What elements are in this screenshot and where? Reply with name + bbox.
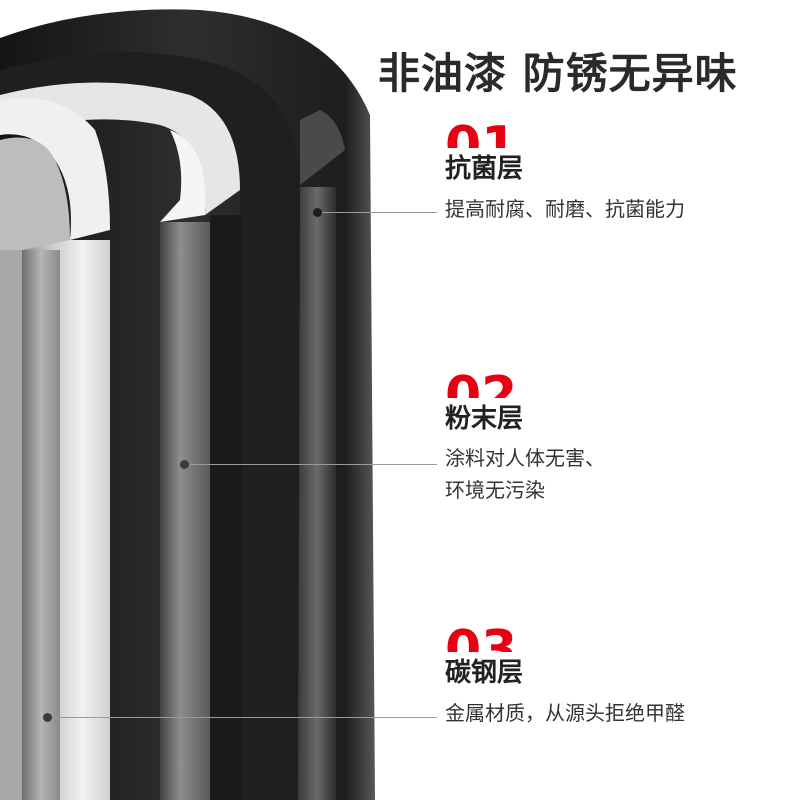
powder-layer-top bbox=[160, 130, 206, 222]
layer-03-marker-dot bbox=[43, 713, 52, 722]
layer-02-leader-line bbox=[190, 464, 437, 465]
layer-03-leader-line bbox=[53, 717, 437, 718]
right-fade bbox=[345, 0, 455, 800]
antibacterial-edge-highlight bbox=[300, 110, 345, 185]
brushed-interior-lower bbox=[0, 250, 22, 800]
layer-01-marker-dot bbox=[313, 208, 322, 217]
steel-layer-rim bbox=[0, 98, 110, 240]
layer-01-leader-line bbox=[322, 212, 437, 213]
layer-03-title: 碳钢层 bbox=[445, 658, 524, 688]
steel-inner-face bbox=[22, 250, 60, 800]
layer-02-number: 02 bbox=[445, 366, 518, 398]
powder-layer-shadow bbox=[210, 215, 242, 800]
layer-02-description: 涂料对人体无害、 环境无污染 bbox=[445, 446, 605, 502]
headline: 非油漆 防锈无异味 bbox=[378, 49, 738, 98]
brushed-interior bbox=[0, 137, 70, 250]
layer-03-description: 金属材质，从源头拒绝甲醛 bbox=[445, 701, 685, 725]
layer-01-title: 抗菌层 bbox=[445, 154, 524, 184]
layer-02-title: 粉末层 bbox=[445, 404, 524, 434]
layer-01-number: 01 bbox=[445, 116, 518, 148]
layer-02-marker-dot bbox=[180, 460, 189, 469]
layer-03-number: 03 bbox=[445, 620, 518, 652]
powder-layer-face bbox=[160, 222, 210, 800]
layer-01-description: 提高耐腐、耐磨、抗菌能力 bbox=[445, 197, 685, 221]
antibacterial-cut-face bbox=[298, 187, 336, 800]
